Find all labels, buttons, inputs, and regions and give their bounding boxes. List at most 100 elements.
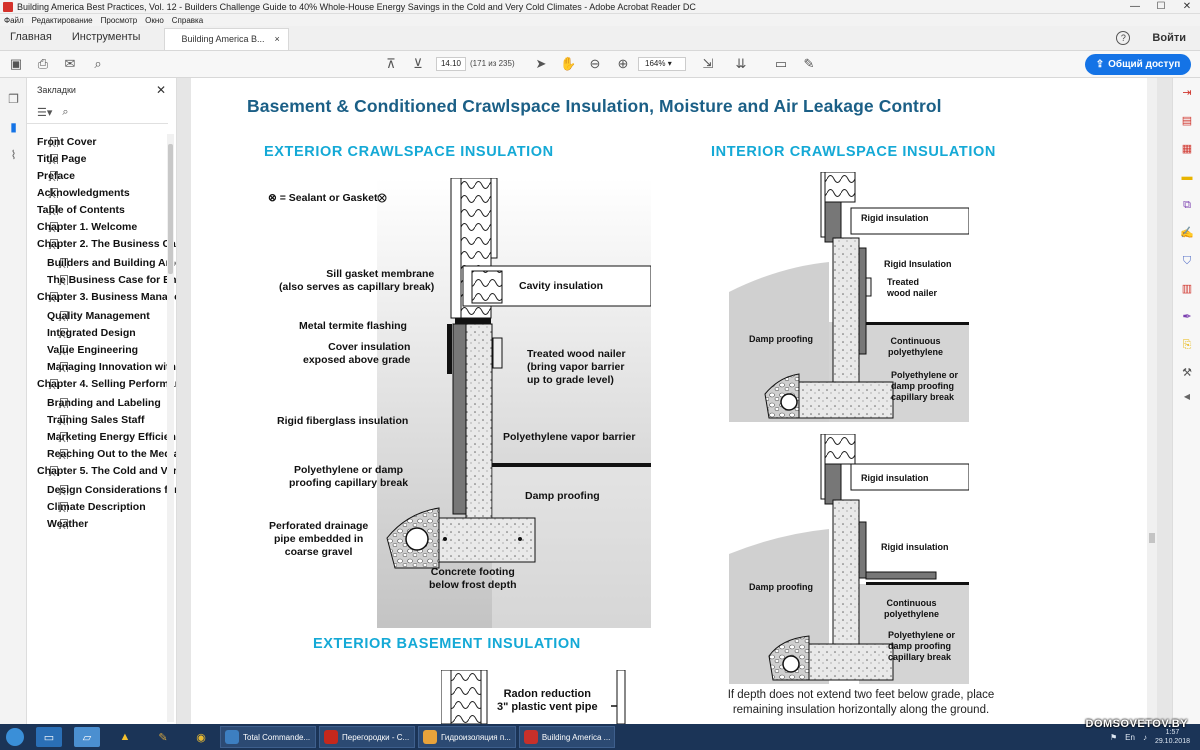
create-pdf-icon[interactable]: ▤ <box>1181 115 1193 127</box>
tab-tools[interactable]: Инструменты <box>71 31 141 43</box>
close-window-button[interactable]: ✕ <box>1182 1 1192 12</box>
bookmark-expand-icon[interactable]: ⌄ <box>39 467 46 476</box>
attachments-icon[interactable]: ⌇ <box>10 148 17 162</box>
volume-icon[interactable]: ♪ <box>1142 732 1147 742</box>
menu-edit[interactable]: Редактирование <box>31 15 93 25</box>
bookmark-item[interactable]: Training Sales Staff <box>27 412 165 429</box>
bookmark-item[interactable]: ⌄Chapter 4. Selling Performance <box>27 376 176 395</box>
bookmarks-scroll-thumb[interactable] <box>168 144 173 274</box>
protect-icon[interactable]: ⛉ <box>1182 255 1192 267</box>
bookmarks-icon[interactable]: ▮ <box>10 120 17 134</box>
sign-in-button[interactable]: Войти <box>1152 32 1186 44</box>
bookmark-item[interactable]: ⌄Chapter 3. Business Management Tools <box>27 289 176 308</box>
comment-tool-icon[interactable]: ▬ <box>1181 171 1193 183</box>
bookmark-item[interactable]: Chapter 1. Welcome <box>27 219 165 236</box>
bookmark-item[interactable]: Acknowledgments <box>27 185 165 202</box>
bookmark-item[interactable]: Integrated Design <box>27 325 165 342</box>
bookmark-options-icon[interactable]: ☰▾ <box>37 107 53 119</box>
bookmark-item[interactable]: ⌄Chapter 2. The Business Case for Buildi… <box>27 236 176 255</box>
bookmark-item[interactable]: Branding and Labeling <box>27 395 165 412</box>
bookmark-item[interactable]: Weather <box>27 516 165 533</box>
close-panel-icon[interactable]: ✕ <box>155 83 166 97</box>
fill-sign-icon[interactable]: ✍ <box>1180 227 1194 239</box>
bookmark-item[interactable]: Front Cover <box>27 134 165 151</box>
bookmark-item[interactable]: ⌄Chapter 5. The Cold and Very Cold Clima… <box>27 463 176 482</box>
tab-home[interactable]: Главная <box>10 31 52 43</box>
taskbar-app-icon <box>225 730 239 744</box>
zoom-in-icon[interactable]: ⊕ <box>617 56 629 71</box>
zoom-out-icon[interactable]: ⊖ <box>589 56 601 71</box>
scroll-mode-icon[interactable]: ⇊ <box>735 56 747 71</box>
bookmarks-scrollbar[interactable] <box>167 134 174 722</box>
combine-files-icon[interactable]: ⧉ <box>1183 199 1191 211</box>
export-pdf-icon[interactable]: ⇥ <box>1182 87 1192 99</box>
menu-file[interactable]: Файл <box>4 15 24 25</box>
bookmark-item[interactable]: Managing Innovation with Prototypes <box>27 359 176 376</box>
page-thumbnails-icon[interactable]: ❐ <box>8 92 19 106</box>
clock[interactable]: 1:57 29.10.2018 <box>1155 728 1190 746</box>
email-icon[interactable]: ✉ <box>64 56 76 71</box>
bookmark-item[interactable]: The Business Case for Energy Efficiency <box>27 272 176 289</box>
bookmark-item[interactable]: Title Page <box>27 151 165 168</box>
share-button[interactable]: ⇪ Общий доступ <box>1085 54 1191 75</box>
taskbar-app-label: Перегородки - С... <box>342 732 410 742</box>
bookmark-expand-icon[interactable]: ⌄ <box>39 293 46 302</box>
bookmark-label: Title Page <box>37 153 87 165</box>
menu-window[interactable]: Окно <box>145 15 164 25</box>
more-tools-icon[interactable]: ⚒ <box>1182 367 1192 379</box>
bookmark-item[interactable]: Preface <box>27 168 165 185</box>
bookmark-item[interactable]: Table of Contents <box>27 202 165 219</box>
tray-flag-icon[interactable]: ⚑ <box>1109 732 1118 742</box>
tab-document[interactable]: Building America B... × <box>164 28 289 50</box>
organize-pages-icon[interactable]: ▥ <box>1181 283 1193 295</box>
menu-help[interactable]: Справка <box>171 15 204 25</box>
previous-page-icon[interactable]: ⊼ <box>386 56 396 71</box>
collapse-tools-icon[interactable]: ◀ <box>1183 392 1191 401</box>
print-icon[interactable]: ⎙ <box>37 56 49 71</box>
bookmark-expand-icon[interactable]: ⌄ <box>39 380 46 389</box>
zoom-select[interactable]: 164% ▾ <box>638 57 686 71</box>
find-bookmark-icon[interactable]: ⌕ <box>62 106 69 118</box>
bookmark-item[interactable]: Builders and Building America <box>27 255 176 272</box>
bookmark-item[interactable]: Quality Management <box>27 308 165 325</box>
taskbar-app[interactable]: Гидроизоляция п... <box>418 726 516 748</box>
chrome-icon[interactable]: ◉ <box>196 731 206 744</box>
language-indicator[interactable]: En <box>1125 732 1135 742</box>
bookmark-item[interactable]: Design Considerations for Cold Climates <box>27 482 176 499</box>
start-button[interactable] <box>0 724 30 750</box>
comment-icon[interactable]: ▭ <box>774 56 788 71</box>
bookmark-item[interactable]: Climate Description <box>27 499 165 516</box>
bookmark-item[interactable]: Reaching Out to the Media <box>27 446 176 463</box>
taskbar-app[interactable]: Перегородки - С... <box>319 726 415 748</box>
send-for-signature-icon[interactable]: ✒ <box>1182 311 1192 323</box>
menu-view[interactable]: Просмотр <box>100 15 138 25</box>
explorer-icon[interactable]: ▱ <box>74 727 100 747</box>
page-number-input[interactable]: 14.10 <box>436 57 466 71</box>
tool-icon[interactable]: ✎ <box>158 731 168 744</box>
next-page-icon[interactable]: ⊻ <box>413 56 423 71</box>
fit-page-icon[interactable]: ⇲ <box>702 56 714 71</box>
edit-pdf-icon[interactable]: ▦ <box>1181 143 1193 155</box>
share-label: Общий доступ <box>1108 59 1181 70</box>
highlight-icon[interactable]: ✎ <box>803 56 815 71</box>
drive-icon[interactable]: ▲ <box>119 731 131 743</box>
bookmark-item[interactable]: Marketing Energy Efficiency <box>27 429 176 446</box>
send-file-icon[interactable]: ⎘ <box>1182 339 1192 351</box>
tab-close-icon[interactable]: × <box>274 34 280 44</box>
maximize-button[interactable]: ☐ <box>1156 1 1166 12</box>
bookmark-label: Integrated Design <box>47 327 136 339</box>
save-icon[interactable]: ▣ <box>9 56 23 71</box>
hand-tool-icon[interactable]: ✋ <box>560 56 577 71</box>
desktop-icon[interactable]: ▭ <box>36 727 62 747</box>
bookmark-label: Value Engineering <box>47 344 139 356</box>
help-icon[interactable]: ? <box>1116 31 1131 45</box>
select-tool-icon[interactable]: ➤ <box>535 56 547 71</box>
bookmark-expand-icon[interactable]: ⌄ <box>39 240 46 249</box>
document-scrollbar[interactable] <box>1147 78 1157 724</box>
document-scroll-thumb[interactable] <box>1149 533 1155 543</box>
bookmark-item[interactable]: Value Engineering <box>27 342 165 359</box>
taskbar-app[interactable]: Total Commande... <box>220 726 316 748</box>
taskbar-app[interactable]: Building America ... <box>518 726 616 748</box>
search-icon[interactable]: ⌕ <box>94 56 102 71</box>
minimize-button[interactable]: — <box>1130 1 1140 12</box>
